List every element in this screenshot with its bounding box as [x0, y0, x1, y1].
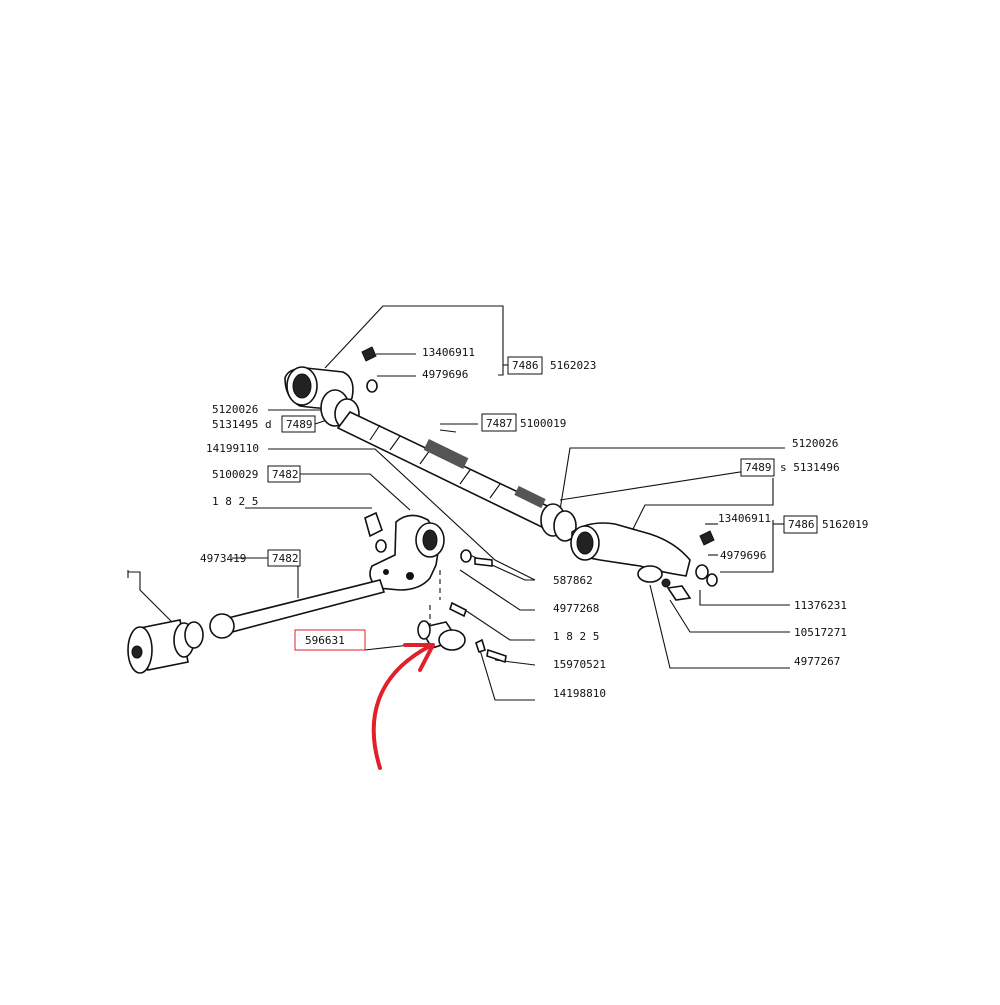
ref-7482-b: 7482 — [272, 552, 299, 565]
label-5120026-right: 5120026 — [792, 437, 838, 450]
leader-lines — [127, 305, 790, 701]
label-5131496: s 5131496 — [780, 461, 840, 474]
label-5162023: 5162023 — [550, 359, 596, 372]
label-1825-left: 1 8 2 5 — [212, 495, 258, 508]
ref-7489-left: 7489 — [286, 418, 313, 431]
label-4977267: 4977267 — [794, 655, 840, 668]
label-13406911-right: 13406911 — [718, 512, 771, 525]
highlight-arrow — [371, 644, 432, 770]
label-15970521: 15970521 — [553, 658, 606, 671]
label-4979696-right: 4979696 — [720, 549, 766, 562]
label-5120026-left: 5120026 — [212, 403, 258, 416]
ref-box-7487 — [481, 413, 517, 432]
label-13406911-top: 13406911 — [422, 346, 475, 359]
label-14198810: 14198810 — [553, 687, 606, 700]
label-587862: 587862 — [553, 574, 593, 587]
bushing-assembly — [127, 619, 204, 674]
label-5131495: 5131495 d — [212, 418, 272, 431]
ref-box-7489-left — [281, 415, 316, 433]
label-10517271: 10517271 — [794, 626, 847, 639]
label-5162019: 5162019 — [822, 518, 868, 531]
label-4979696-top: 4979696 — [422, 368, 468, 381]
fasteners — [361, 346, 718, 664]
label-596631: 596631 — [305, 634, 345, 647]
label-4973419: 4973419 — [200, 552, 246, 565]
label-5100029: 5100029 — [212, 468, 258, 481]
ref-7487: 7487 — [486, 417, 513, 430]
label-1825-right: 1 8 2 5 — [553, 630, 599, 643]
ref-box-7482-b — [267, 549, 301, 567]
ref-box-7489-right — [740, 458, 775, 477]
ref-7489-right: 7489 — [745, 461, 772, 474]
highlight-arrowhead — [403, 643, 435, 672]
reference-boxes — [267, 356, 818, 651]
label-4977268: 4977268 — [553, 602, 599, 615]
ref-7486-right: 7486 — [788, 518, 815, 531]
highlight-box-596631 — [294, 629, 366, 651]
label-11376231: 11376231 — [794, 599, 847, 612]
ref-7486-top: 7486 — [512, 359, 539, 372]
label-5100019: 5100019 — [520, 417, 566, 430]
label-14199110: 14199110 — [206, 442, 259, 455]
lever-and-rod — [209, 514, 466, 651]
ref-box-7486-top — [507, 356, 543, 375]
upper-shaft-assembly — [284, 366, 691, 588]
ref-7482-a: 7482 — [272, 468, 299, 481]
ref-box-7486-right — [783, 515, 818, 534]
part-labels: 13406911 4979696 7486 5162023 5120026 51… — [200, 346, 868, 700]
ref-box-7482-a — [267, 465, 301, 483]
